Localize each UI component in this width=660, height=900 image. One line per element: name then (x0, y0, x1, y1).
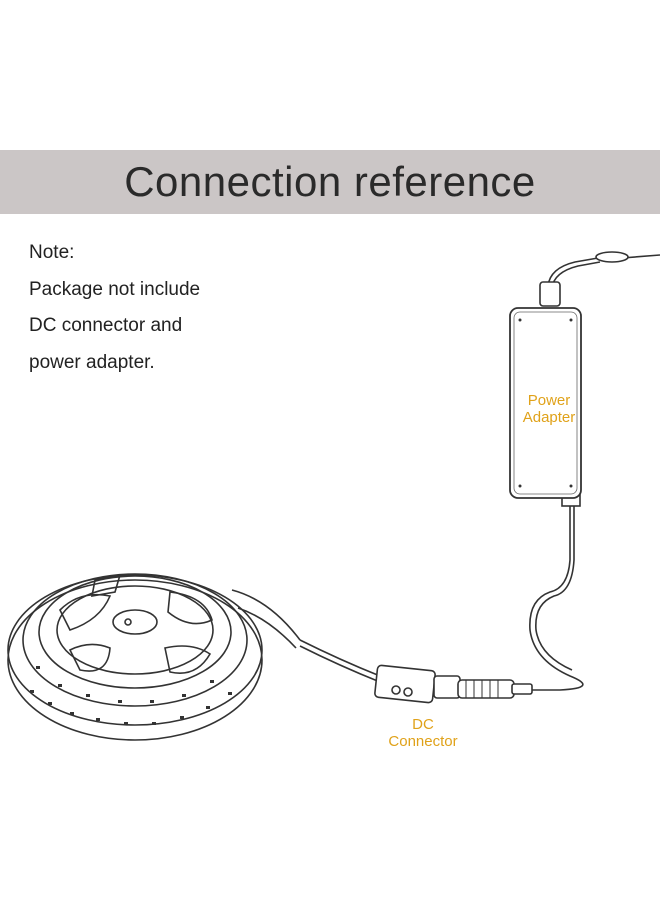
note-heading: Note: (29, 242, 75, 263)
dc-connector-label: DC Connector (378, 716, 468, 750)
page-title: Connection reference (124, 158, 536, 205)
power-adapter-label-line-1: Power (527, 392, 571, 409)
dc-connector-label-line-1: DC (412, 716, 434, 733)
power-adapter-label-line-2: Adapter (522, 409, 576, 426)
dc-connector-icon (299, 639, 533, 704)
note-line-2: DC connector and (29, 315, 183, 336)
note-line-3: power adapter. (29, 352, 155, 373)
led-strip-reel-icon (7, 573, 301, 741)
power-adapter-icon (509, 307, 582, 499)
note-line-1: Package not include (29, 279, 201, 300)
power-adapter-label: Power Adapter (511, 392, 587, 426)
cable-icon (529, 251, 660, 691)
title-banner: Connection reference (0, 150, 660, 214)
dc-connector-label-line-2: Connector (388, 733, 458, 750)
